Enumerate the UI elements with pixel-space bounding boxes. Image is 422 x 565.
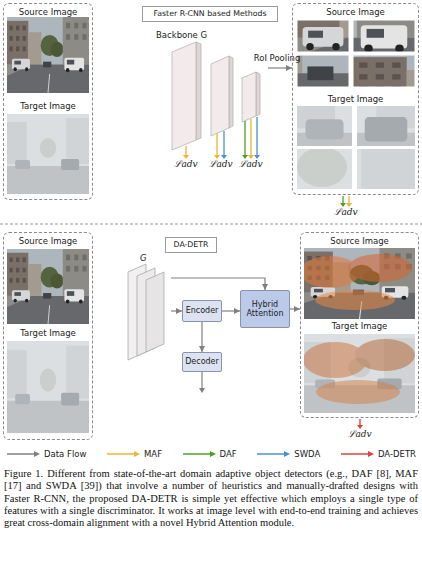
data-flow-arrow [171, 310, 182, 311]
loss-label: ℒadv [239, 159, 262, 170]
method-tag: DA-DETR [165, 237, 217, 253]
node-text: Target Image [4, 101, 92, 112]
node-text: Decoder [185, 357, 219, 367]
legend-item: Data Flow [6, 449, 86, 459]
data-flow-arrow [222, 310, 240, 311]
legend-swatch [340, 450, 374, 458]
swatch-head [368, 451, 374, 457]
edge-label: RoI Pooling [254, 53, 301, 64]
legend-text: DAF [220, 449, 237, 459]
node-text: Target Image [4, 328, 92, 339]
swatch-line [107, 453, 135, 455]
swatch-line [183, 453, 211, 455]
legend-text: SWDA [294, 449, 320, 459]
node-text: G [140, 253, 147, 264]
swatch-line [257, 453, 285, 455]
attention-box: Hybrid Attention [240, 290, 290, 328]
node-text: Faster R-CNN based Methods [154, 9, 267, 19]
node-text: Source Image [301, 236, 418, 247]
swatch-head [284, 451, 290, 457]
decoder-box: Decoder [182, 352, 222, 372]
node-text: Target Image [293, 94, 418, 105]
node-text: DA-DETR [174, 240, 209, 250]
data-flow-arrow [268, 67, 292, 68]
node-text: Source Image [293, 7, 418, 18]
roi-panel: Source ImageTarget Image [292, 3, 419, 195]
data-flow-arrow [290, 308, 300, 309]
swatch-head [34, 451, 40, 457]
node-text: Source Image [4, 236, 92, 247]
caption: Figure 1. Different from state-of-the-ar… [4, 468, 418, 529]
legend-swatch [106, 450, 140, 458]
loss-label: ℒadv [348, 429, 371, 440]
node-text: Encoder [186, 306, 219, 316]
backbone-group: Backbone G [150, 28, 268, 153]
legend-item: DAF [182, 449, 237, 459]
image-panel: Source ImageTarget Image [3, 232, 93, 440]
loss-label: ℒadv [209, 159, 232, 170]
legend-item: MAF [106, 449, 162, 459]
legend-item: DA-DETR [340, 449, 416, 459]
legend-swatch [182, 450, 216, 458]
legend-text: DA-DETR [378, 449, 416, 459]
data-flow-arrow [171, 278, 265, 290]
attention-panel: Source ImageTarget Image [300, 232, 419, 418]
method-tag: Faster R-CNN based Methods [142, 6, 278, 22]
swatch-head [210, 451, 216, 457]
data-flow-arrow [201, 322, 202, 352]
backbone-group: G [125, 252, 171, 364]
legend: Data Flow MAF DAF SWDA DA-DETR [6, 449, 416, 459]
node-text: Backbone G [156, 30, 207, 41]
image-panel: Source ImageTarget Image [3, 3, 93, 200]
swatch-line [341, 453, 369, 455]
legend-swatch [256, 450, 290, 458]
node-text: Hybrid Attention [241, 300, 289, 319]
loss-label: ℒadv [174, 159, 197, 170]
legend-swatch [6, 450, 40, 458]
loss-label: ℒadv [334, 207, 357, 218]
legend-item: SWDA [256, 449, 320, 459]
node-text: Source Image [4, 7, 92, 18]
swatch-head [134, 451, 140, 457]
swatch-line [7, 453, 35, 455]
node-text: Target Image [301, 321, 418, 332]
legend-text: Data Flow [44, 449, 86, 459]
legend-text: MAF [144, 449, 162, 459]
encoder-box: Encoder [182, 300, 222, 322]
